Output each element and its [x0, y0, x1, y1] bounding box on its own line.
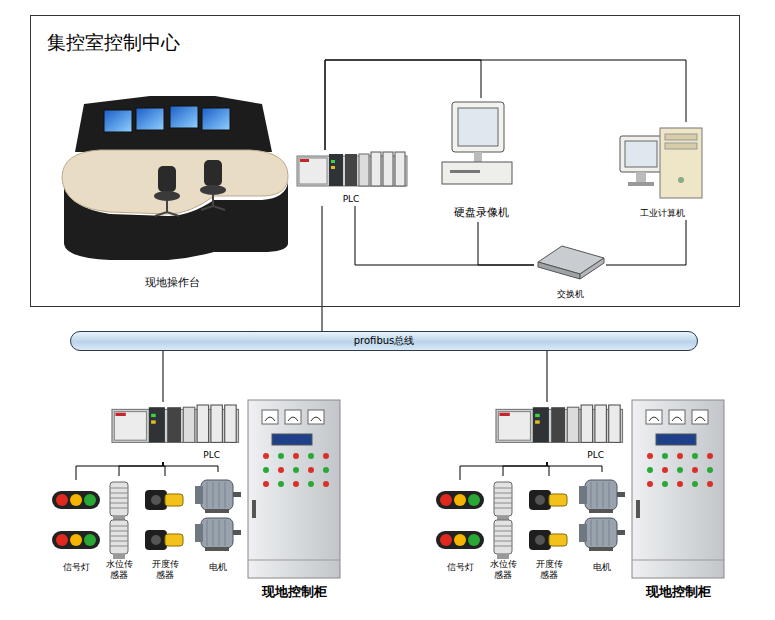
device-caption: 电机: [593, 562, 611, 572]
connector-line: [355, 206, 534, 265]
device-caption: 信号灯: [63, 562, 90, 572]
network-switch: 交换机: [534, 243, 606, 301]
connector-line: [322, 206, 323, 331]
field-site: [436, 400, 724, 578]
bus-label: profibus总线: [354, 335, 415, 347]
device-caption: PLC: [587, 450, 604, 460]
plc-picture: [297, 152, 407, 186]
connector-line: [119, 462, 163, 476]
connector-line: [547, 462, 602, 472]
operator-console: 现地操作台: [55, 78, 290, 292]
dvr-picture: [442, 102, 512, 184]
connector-line: [606, 220, 686, 265]
connector-line: [547, 351, 548, 402]
plc-unit: PLC: [494, 402, 626, 462]
control-center-box: 集控室控制中心现地操作台 PLC 硬盘录像机 工业计算机交换机: [30, 15, 740, 307]
connector-line: [478, 222, 534, 265]
signal-light: 信号灯: [48, 480, 104, 574]
plc-unit: PLC: [110, 402, 242, 462]
fieldbus-band: profibus总线: [70, 331, 698, 351]
device-caption: 信号灯: [447, 562, 474, 572]
computer-picture: [620, 128, 702, 198]
device-caption: 交换机: [557, 289, 584, 299]
connector-line: [163, 462, 218, 472]
opening-sensor: 开度传感器: [140, 476, 190, 582]
device-caption: 电机: [209, 562, 227, 572]
switch-picture: [538, 246, 604, 279]
connector-line: [76, 462, 163, 480]
device-caption: 开度传感器: [534, 559, 564, 580]
control-cabinet: 现地控制柜: [244, 398, 344, 602]
device-caption: 现地控制柜: [262, 585, 327, 600]
industrial-computer: 工业计算机: [612, 122, 712, 220]
device-caption: 水位传感器: [104, 559, 134, 580]
motor: 电机: [192, 472, 244, 574]
plc-unit: PLC: [295, 150, 407, 206]
control-cabinet: 现地控制柜: [628, 398, 728, 602]
video-recorder: 硬盘录像机: [435, 98, 527, 222]
device-caption: 开度传感器: [150, 559, 180, 580]
water-level-sensor: 水位传感器: [100, 476, 138, 582]
device-caption: 水位传感器: [488, 559, 518, 580]
motor: 电机: [576, 472, 628, 574]
connector-line: [163, 351, 164, 402]
device-caption: PLC: [203, 450, 220, 460]
connector-line: [503, 462, 547, 476]
water-level-sensor: 水位传感器: [484, 476, 522, 582]
device-caption: PLC: [343, 194, 360, 204]
field-site: [52, 400, 340, 578]
device-caption: 现地操作台: [145, 277, 200, 290]
console-picture: [62, 96, 288, 260]
device-caption: 硬盘录像机: [454, 207, 509, 220]
device-caption: 工业计算机: [640, 208, 685, 218]
signal-light: 信号灯: [432, 480, 488, 574]
panel-title: 集控室控制中心: [47, 32, 180, 54]
opening-sensor: 开度传感器: [524, 476, 574, 582]
device-caption: 现地控制柜: [646, 585, 711, 600]
connector-line: [460, 462, 547, 480]
